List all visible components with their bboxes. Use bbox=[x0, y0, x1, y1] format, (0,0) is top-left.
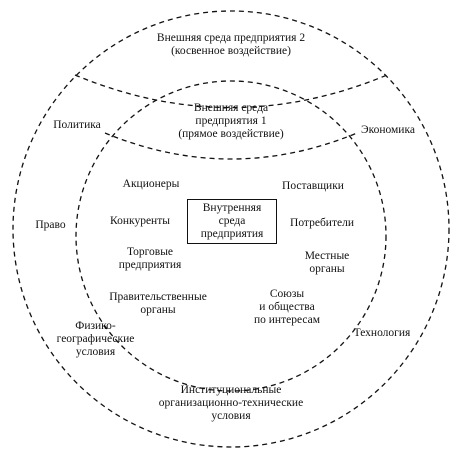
label-competitors: Конкуренты bbox=[110, 215, 170, 227]
label-suppliers: Поставщики bbox=[282, 180, 344, 192]
label-government-bodies: Правительственные органы bbox=[109, 291, 207, 316]
label-physical-geographic: Физико- географические условия bbox=[56, 320, 135, 358]
label-technology: Технология bbox=[353, 327, 411, 339]
label-shareholders: Акционеры bbox=[122, 178, 180, 190]
inner-header-divider bbox=[104, 132, 358, 160]
label-law: Право bbox=[35, 219, 66, 231]
label-unions-societies: Союзы и общества по интересам bbox=[254, 288, 320, 326]
outer-circle bbox=[12, 10, 450, 448]
label-local-authorities: Местные органы bbox=[304, 250, 350, 275]
label-economy: Экономика bbox=[361, 124, 415, 136]
label-institutional: Институциональные организационно-техниче… bbox=[158, 384, 304, 422]
label-consumers: Потребители bbox=[290, 217, 354, 229]
inner-header-label: Внешняя среда предприятия 1 (прямое возд… bbox=[178, 102, 284, 140]
outer-header-label: Внешняя среда предприятия 2 (косвенное в… bbox=[156, 32, 306, 57]
internal-environment-box: Внутренняя среда предприятия bbox=[187, 199, 277, 244]
inner-circle bbox=[75, 80, 387, 392]
label-politics: Политика bbox=[53, 119, 101, 131]
label-trade-enterprises: Торговые предприятия bbox=[118, 246, 182, 271]
